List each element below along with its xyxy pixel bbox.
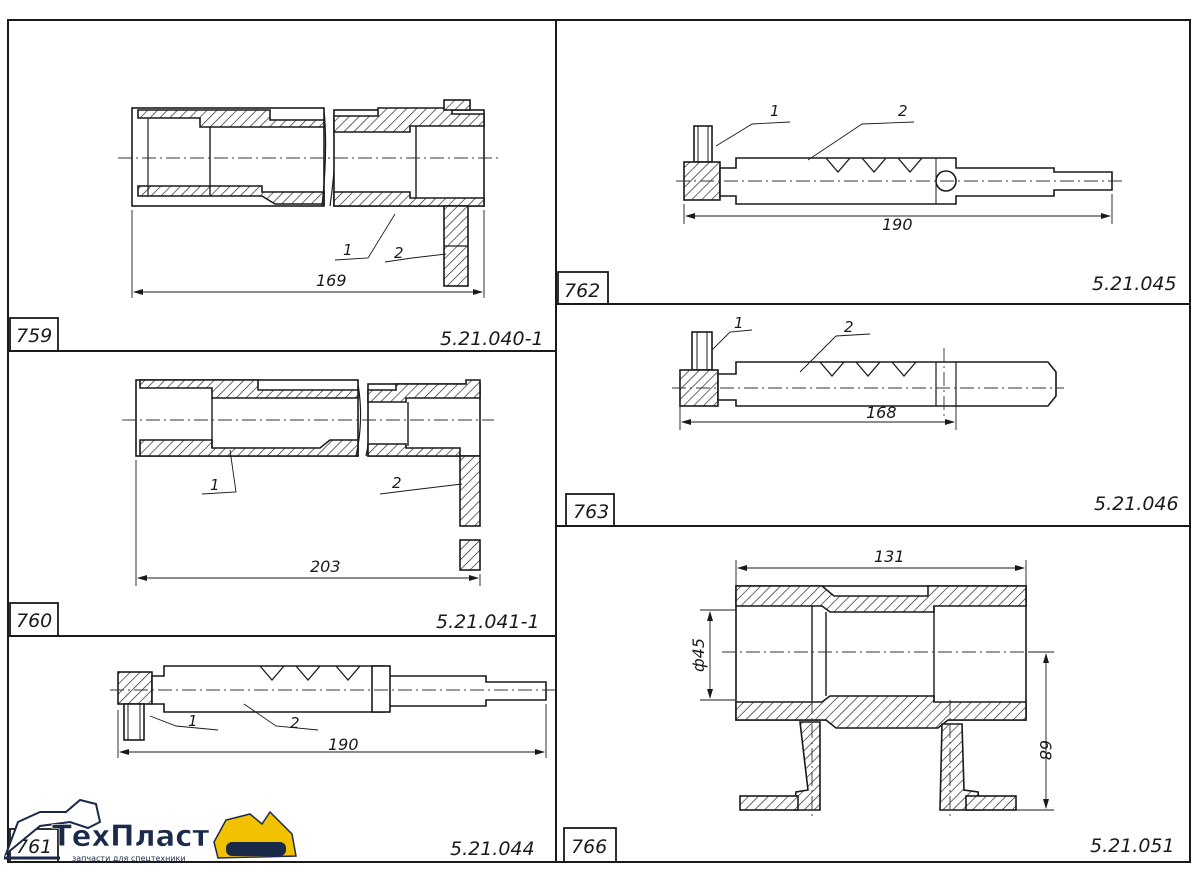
- shaft-drawing-762: [676, 121, 1124, 224]
- part-code: 5.21.046: [1094, 493, 1179, 515]
- height-label: 68: [1036, 740, 1055, 760]
- sleeve-drawing-760: [122, 379, 494, 586]
- excavator-outline-icon: [3, 798, 102, 860]
- callout-2: 2: [394, 244, 404, 262]
- dimension-label: 131: [874, 547, 905, 566]
- panel-number: 762: [564, 280, 600, 302]
- part-code: 5.21.040-1: [440, 328, 544, 350]
- panel-number: 761: [16, 836, 52, 858]
- part-code: 5.21.045: [1092, 273, 1177, 295]
- panel-number: 766: [571, 836, 607, 858]
- dimension-label: 168: [866, 403, 897, 422]
- callout-1: 1: [188, 712, 198, 730]
- dimension-label: 190: [882, 215, 913, 234]
- callout-2: 2: [392, 474, 402, 492]
- part-code: 5.21.041-1: [436, 611, 540, 633]
- panel-761: 1 2 190 761 5.21.044: [9, 665, 556, 863]
- shaft-drawing-761: [110, 665, 556, 758]
- dimension-label: 203: [310, 557, 341, 576]
- part-code: 5.21.051: [1090, 835, 1175, 857]
- panel-number: 759: [16, 325, 52, 347]
- callout-2: 2: [290, 714, 300, 732]
- brand-logo: ТехПласт запчасти для спецтехники: [3, 798, 297, 863]
- dimension-label: 190: [328, 735, 359, 754]
- callout-2: 2: [898, 102, 908, 120]
- housing-drawing-766: [700, 560, 1054, 820]
- diameter-label: ф45: [689, 638, 708, 672]
- callout-1: 1: [734, 314, 744, 332]
- sleeve-drawing-759: [118, 99, 498, 298]
- panel-762: 1 2 190 762 5.21.045: [557, 102, 1177, 305]
- logo-tagline: запчасти для спецтехники: [72, 854, 186, 863]
- panel-766: 131 ф45 68 766 5.21.051: [563, 547, 1175, 863]
- callout-1: 1: [210, 476, 220, 494]
- dimension-label: 169: [316, 271, 347, 290]
- callout-1: 1: [343, 241, 353, 259]
- panel-760: 1 2 203 760 5.21.041-1: [9, 379, 540, 637]
- panel-763: 1 2 168 763 5.21.046: [565, 314, 1179, 527]
- callout-1: 1: [770, 102, 780, 120]
- panel-759: 1 2 169 759 5.21.040-1: [9, 99, 544, 352]
- bulldozer-icon: [213, 810, 297, 859]
- panel-number: 763: [573, 501, 609, 523]
- part-code: 5.21.044: [450, 838, 535, 860]
- callout-2: 2: [844, 318, 854, 336]
- logo-name: ТехПласт: [52, 819, 209, 853]
- shaft-drawing-763: [672, 329, 1064, 430]
- panel-number: 760: [16, 610, 52, 632]
